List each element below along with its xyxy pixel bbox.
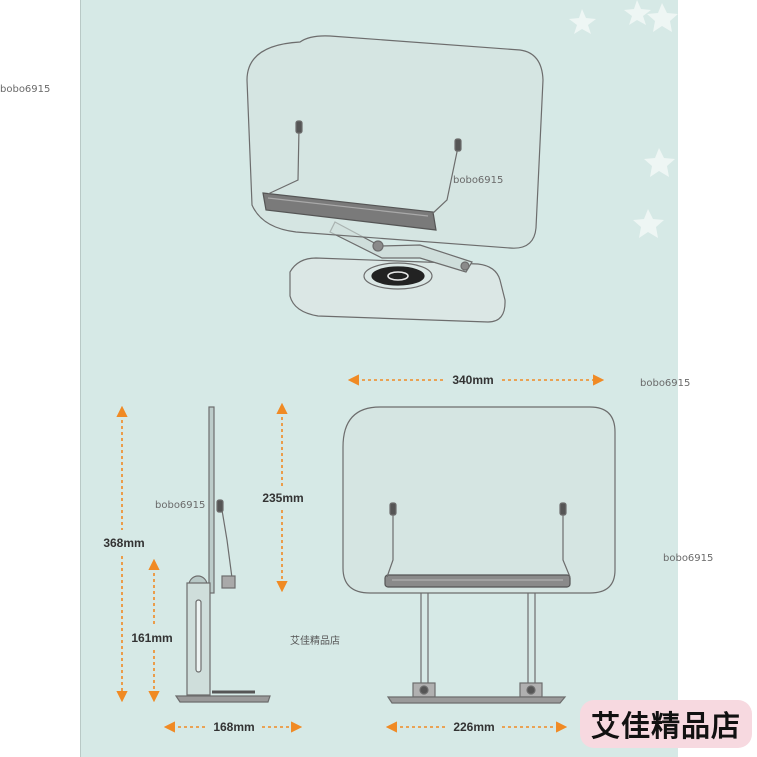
dimension-label-226: 226mm [453, 720, 494, 734]
watermark-user-id: bobo6915 [0, 84, 50, 95]
stand-3d-view [246, 35, 544, 323]
dimension-label-161: 161mm [131, 631, 172, 645]
stand-side-view [174, 406, 271, 703]
watermark-user-id: bobo6915 [640, 378, 690, 389]
star-icon [644, 148, 675, 177]
watermark-user-id: bobo6915 [453, 175, 503, 186]
dimension-lines [116, 374, 605, 733]
watermark-user-id: bobo6915 [155, 500, 205, 511]
dimension-label-340: 340mm [452, 373, 493, 387]
dimension-label-168: 168mm [213, 720, 254, 734]
star-icon [633, 209, 664, 238]
star-icon [647, 3, 678, 32]
stand-front-view [342, 406, 616, 704]
star-icon [569, 9, 596, 34]
dimension-label-368: 368mm [103, 536, 144, 550]
rotation-disk-icon [363, 262, 433, 290]
shop-name-badge: 艾佳精品店 [580, 700, 752, 748]
watermark-shop-name: 艾佳精品店 [290, 634, 340, 647]
star-icon [624, 0, 651, 25]
base-plate [289, 257, 506, 323]
dimension-label-235: 235mm [262, 491, 303, 505]
watermark-user-id: bobo6915 [663, 553, 713, 564]
shop-name-label: 艾佳精品店 [590, 709, 741, 743]
